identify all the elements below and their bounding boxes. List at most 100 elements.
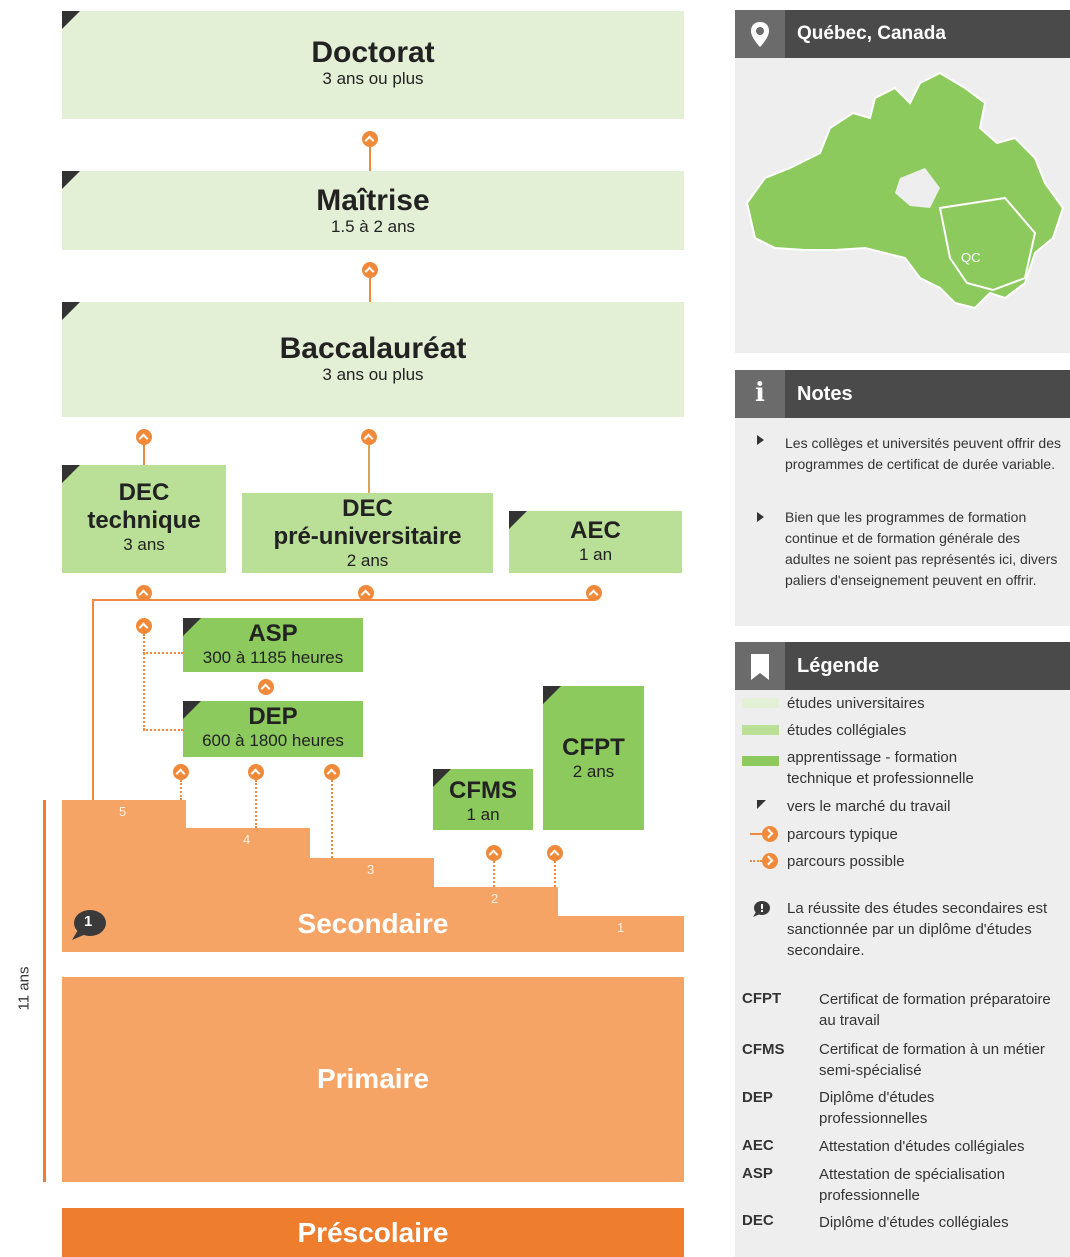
cfms-title: CFMS	[449, 777, 517, 804]
doctorat-duration: 3 ans ou plus	[322, 69, 424, 88]
years-label: 11 ans	[15, 966, 33, 1011]
path-node	[361, 429, 377, 445]
legend-label: parcours typique	[787, 826, 898, 843]
secondaire-step-4	[186, 828, 310, 952]
map-panel: QC	[735, 58, 1070, 353]
info-icon: i	[735, 370, 785, 418]
abbr-term: AEC	[742, 1137, 774, 1154]
dec-preuniversitaire-box: DEC pré-universitaire 2 ans	[242, 493, 493, 573]
path-node	[486, 845, 502, 861]
path-node	[136, 429, 152, 445]
cfpt-duration: 2 ans	[572, 762, 615, 781]
years-bracket	[43, 800, 46, 1182]
step-number: 3	[367, 862, 375, 877]
legend-label: études universitaires	[787, 695, 925, 712]
typical-path-icon	[750, 826, 780, 842]
cfms-duration: 1 an	[466, 805, 500, 824]
path-node	[586, 585, 602, 601]
aec-box: AEC 1 an	[509, 511, 682, 573]
legend-label: études collégiales	[787, 722, 907, 739]
secondaire-label: Secondaire	[297, 908, 449, 939]
abbr-definition: Certificat de formation à un métier semi…	[819, 1041, 1045, 1079]
primaire-box: Primaire	[62, 977, 684, 1182]
secondaire-step-3	[310, 858, 434, 952]
asp-duration: 300 à 1185 heures	[202, 648, 344, 667]
legend-label: vers le marché du travail	[787, 798, 951, 815]
abbr-term: ASP	[742, 1165, 773, 1182]
bullet-triangle-icon	[757, 435, 764, 445]
step-number: 1	[617, 920, 625, 935]
path-node	[173, 764, 189, 780]
possible-path-line	[180, 780, 182, 800]
dec-technique-title2: technique	[87, 507, 201, 534]
abbr-term: CFMS	[742, 1041, 785, 1058]
legend-swatch-apprenticeship	[742, 756, 779, 766]
labour-market-corner-icon	[757, 800, 766, 809]
path-node	[136, 618, 152, 634]
secondaire-step-1	[558, 916, 684, 952]
cfpt-box: CFPT 2 ans	[543, 686, 644, 830]
abbr-definition: Diplôme d'études collégiales	[819, 1214, 1009, 1231]
abbr-definition: Attestation de spécialisation profession…	[819, 1166, 1005, 1204]
note-item: Les collèges et universités peuvent offr…	[785, 435, 1062, 472]
location-title: Québec, Canada	[797, 23, 946, 44]
aec-duration: 1 an	[578, 545, 613, 564]
asp-title: ASP	[248, 620, 298, 647]
baccalaureat-duration: 3 ans ou plus	[322, 365, 424, 384]
abbr-term: CFPT	[742, 990, 782, 1007]
legend-panel	[735, 690, 1070, 1257]
map-pin-icon	[735, 10, 785, 58]
dec-preuniversitaire-title1: DEC	[342, 495, 393, 522]
asp-box: ASP 300 à 1185 heures	[183, 618, 363, 672]
possible-path-line	[331, 780, 333, 858]
maitrise-title: Maîtrise	[316, 184, 430, 217]
aec-title: AEC	[570, 517, 621, 544]
legend-header: Légende	[735, 642, 1070, 690]
typical-path-line	[369, 278, 371, 302]
typical-path-line	[369, 147, 371, 171]
path-node	[358, 585, 374, 601]
path-node	[362, 131, 378, 147]
dec-technique-box: DEC technique 3 ans	[62, 465, 226, 573]
map-province-label: QC	[961, 250, 981, 265]
path-node	[362, 262, 378, 278]
legend-swatch-college	[742, 725, 779, 735]
possible-path-line	[493, 861, 495, 887]
notes-header: i Notes	[735, 370, 1070, 418]
speech-bubble-icon: 1	[70, 908, 108, 942]
legend-title: Légende	[797, 655, 880, 677]
abbr-definition: Attestation d'études collégiales	[819, 1138, 1025, 1155]
notes-panel	[735, 418, 1070, 626]
prescolaire-label: Préscolaire	[297, 1217, 449, 1248]
step-number: 2	[491, 891, 499, 906]
abbr-definition: Certificat de formation préparatoire au …	[819, 991, 1051, 1029]
possible-path-line	[143, 729, 183, 731]
dep-duration: 600 à 1800 heures	[202, 731, 344, 750]
canada-map	[745, 71, 1065, 310]
location-header: Québec, Canada	[735, 10, 1070, 58]
dec-preuniversitaire-title2: pré-universitaire	[273, 523, 462, 550]
dec-preuniversitaire-duration: 2 ans	[346, 551, 389, 570]
doctorat-box: Doctorat 3 ans ou plus	[62, 11, 684, 119]
step-number: 5	[119, 804, 127, 819]
possible-path-icon	[750, 853, 780, 869]
dep-box: DEP 600 à 1800 heures	[183, 701, 363, 757]
possible-path-line	[255, 780, 257, 828]
abbr-definition: Diplôme d'études professionnelles	[819, 1089, 935, 1127]
dep-title: DEP	[248, 703, 298, 730]
bullet-triangle-icon	[757, 512, 764, 522]
typical-path-line	[368, 445, 370, 493]
secondary-note-badge: 1	[84, 913, 93, 930]
maitrise-box: Maîtrise 1.5 à 2 ans	[62, 171, 684, 250]
typical-path-line	[92, 599, 594, 601]
notes-title: Notes	[797, 383, 853, 405]
bookmark-icon	[735, 642, 785, 690]
cfpt-title: CFPT	[562, 734, 625, 761]
doctorat-title: Doctorat	[311, 36, 435, 69]
baccalaureat-title: Baccalauréat	[279, 332, 467, 365]
abbr-term: DEP	[742, 1089, 773, 1106]
legend-label: parcours possible	[787, 853, 905, 870]
legend-swatch-university	[742, 698, 779, 708]
path-node	[324, 764, 340, 780]
speech-bubble-icon	[751, 900, 771, 918]
